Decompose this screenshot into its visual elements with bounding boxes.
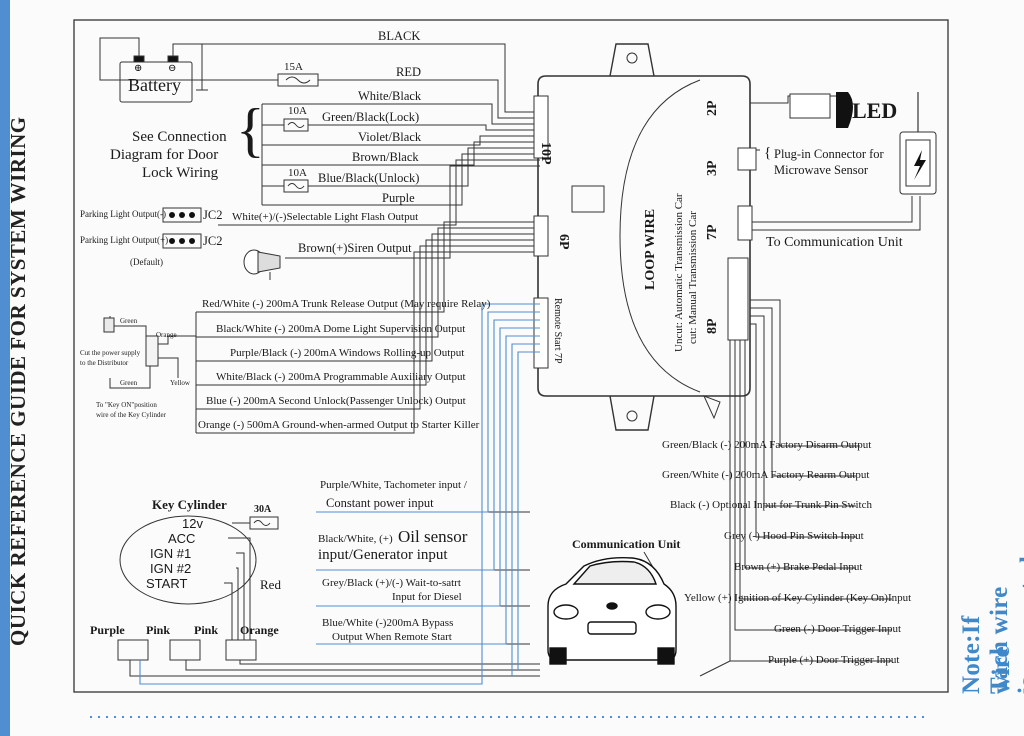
key-pos-12v: 12v (182, 516, 203, 531)
key-pos-ign1: IGN #1 (150, 546, 192, 561)
oil-line-1b: Oil sensor (398, 527, 468, 546)
tach-line-1: Purple/White, Tachometer input / (320, 479, 467, 491)
tach-line-2: Constant power input (326, 496, 434, 510)
relay-purple: Purple (90, 623, 125, 637)
output-windows: Purple/Black (-) 200mA Windows Rolling-u… (230, 347, 465, 359)
starter-green-bottom: Green (120, 379, 138, 387)
led-label: LED (852, 98, 898, 123)
control-module (537, 75, 751, 397)
communication-unit-label: Communication Unit (572, 537, 681, 551)
input-trunk-pin: Black (-) Optional Input for Trunk Pin S… (670, 499, 872, 511)
wire-blue-black: Blue/Black(Unlock) (318, 171, 420, 185)
bypass-line-1: Blue/White (-)200mA Bypass (322, 617, 454, 629)
loop-wire: LOOP WIRE (643, 208, 658, 290)
starter-cut-1: Cut the power supply (80, 349, 141, 357)
output-second-unlock: Blue (-) 200mA Second Unlock(Passenger U… (206, 395, 466, 407)
output-starter-killer: Orange (-) 500mA Ground-when-armed Outpu… (198, 419, 480, 431)
starter-orange: Orange (156, 331, 177, 339)
connector-10p: 10P (538, 142, 553, 165)
wire-violet-black: Violet/Black (358, 130, 422, 144)
key-red: Red (260, 577, 281, 592)
oil-line-2: input/Generator input (318, 547, 448, 563)
door-lock-note-3: Lock Wiring (142, 165, 219, 181)
input-green-door: Green (-) Door Trigger Input (774, 623, 902, 635)
plugin-bracket: { (764, 145, 772, 161)
siren-icon (243, 249, 281, 280)
door-lock-note-1: See Connection (132, 129, 227, 145)
input-ignition: Yellow (+) Ignition of Key Cylinder (Key… (684, 592, 912, 604)
note-line-2: wire unconnected, and vice versa. (988, 549, 1024, 694)
key-cylinder-title: Key Cylinder (152, 497, 227, 512)
key-on-note-2: wire of the Key Cylinder (96, 411, 166, 419)
siren-output: Brown(+)Siren Output (298, 241, 412, 255)
page-border (73, 19, 949, 693)
battery-minus: ⊖ (168, 63, 177, 74)
output-dome: Black/White (-) 200mA Dome Light Supervi… (216, 323, 466, 335)
starter-yellow: Yellow (170, 379, 190, 387)
connector-8p: 8P (705, 318, 720, 334)
jc2-a: JC2 (203, 208, 223, 222)
wire-white-black: White/Black (358, 89, 422, 103)
fuse-10a-lock: 10A (288, 105, 307, 117)
loop-uncut: Uncut: Automatic Transmission Car (673, 193, 685, 352)
input-factory-disarm: Green/Black (-) 200mA Factory Disarm Out… (662, 439, 872, 451)
loop-cut: cut: Manual Transmission Car (687, 211, 699, 344)
plugin-note-1: Plug-in Connector for (774, 147, 884, 161)
wire-green-black: Green/Black(Lock) (322, 110, 420, 124)
bypass-line-2: Output When Remote Start (332, 631, 452, 643)
key-pos-start: START (146, 576, 188, 591)
input-brake: Brown (+) Brake Pedal Input (734, 561, 863, 573)
connector-remote-7p: Remote Start 7P (552, 298, 563, 364)
door-lock-note-2: Diagram for Door (110, 147, 219, 163)
wait-line-1: Grey/Black (+)/(-) Wait-to-satrt (322, 577, 461, 589)
wire-purple: Purple (382, 191, 415, 205)
battery-box (119, 61, 193, 103)
comm-unit-note: To Communication Unit (766, 235, 903, 250)
fuse-15a: 15A (284, 61, 303, 73)
connector-3p: 3P (705, 160, 720, 176)
left-band (0, 0, 10, 736)
relay-pink-2: Pink (194, 623, 219, 637)
battery-plus: ⊕ (134, 63, 143, 74)
connector-2p: 2P (705, 100, 720, 116)
relay-pink-1: Pink (146, 623, 171, 637)
wire-red: RED (396, 65, 421, 79)
plugin-note-2: Microwave Sensor (774, 163, 869, 177)
jc2-b: JC2 (203, 234, 223, 248)
wait-line-2: Input for Diesel (392, 591, 462, 603)
input-purple-door: Purple (+) Door Trigger Input (768, 654, 900, 666)
car-icon (547, 556, 677, 665)
key-pos-ign2: IGN #2 (150, 561, 192, 576)
brace: { (236, 97, 265, 163)
battery-label: Battery (128, 75, 181, 95)
relay-orange: Orange (240, 623, 279, 637)
input-hood-pin: Grey (-) Hood Pin Switch Input (724, 530, 864, 542)
fuse-10a-unlock: 10A (288, 167, 307, 179)
wire-black: BLACK (378, 29, 421, 43)
wire-brown-black: Brown/Black (352, 150, 419, 164)
oil-line-1a: Black/White, (+) (318, 533, 393, 545)
input-factory-rearm: Green/White (-) 200mA Factory Rearm Outp… (662, 469, 870, 481)
jumper-default: (Default) (130, 257, 163, 267)
key-pos-acc: ACC (168, 531, 196, 546)
output-aux: White/Black (-) 200mA Programmable Auxil… (216, 371, 466, 383)
led-icon (836, 92, 853, 128)
side-title: QUICK REFERENCE GUIDE FOR SYSTEM WIRING (6, 116, 30, 646)
parking-plus: Parking Light Output(+) (80, 235, 169, 245)
flash-output: White(+)/(-)Selectable Light Flash Outpu… (232, 211, 419, 223)
connector-6p: 6P (556, 234, 571, 250)
lightning-icon (914, 150, 926, 180)
key-on-note-1: To "Key ON"position (96, 401, 157, 409)
fuse-30a: 30A (254, 504, 272, 515)
starter-cut-2: to the Distributor (80, 359, 129, 367)
parking-minus: Parking Light Output(-) (80, 209, 166, 219)
connector-7p: 7P (705, 224, 720, 240)
output-trunk: Red/White (-) 200mA Trunk Release Output… (202, 298, 491, 310)
starter-green-top: Green (120, 317, 138, 325)
